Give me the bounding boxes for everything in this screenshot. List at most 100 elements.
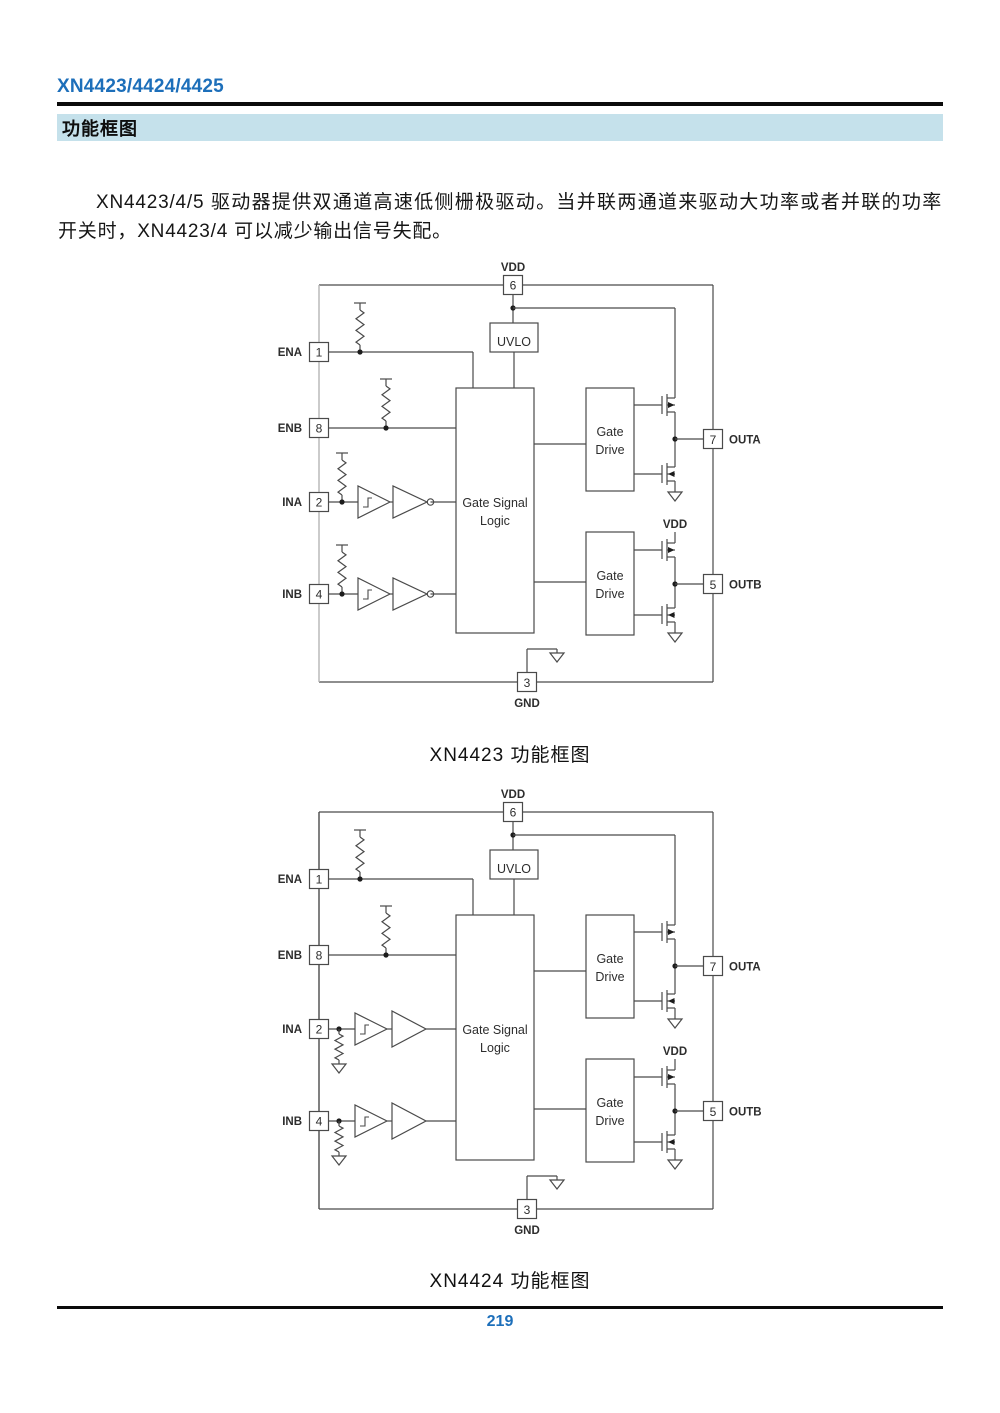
pin-inb: INB 4 [282, 1110, 330, 1132]
input-stage [328, 544, 456, 611]
label: 3 [524, 676, 531, 690]
junction-dot [357, 876, 363, 882]
junction-dot [383, 425, 389, 431]
header-rule [57, 102, 943, 106]
intro-paragraph: XN4423/4/5 驱动器提供双通道高速低侧栅极驱动。当并联两通道来驱动大功率… [58, 192, 942, 242]
input-stage [328, 1102, 456, 1166]
mosfet-body-arrow [668, 402, 675, 408]
label: OUTA [729, 435, 761, 447]
label: GND [514, 698, 540, 710]
label: VDD [663, 1046, 687, 1058]
half-bridge-outb: VDD [634, 519, 704, 643]
pin-inb: INB 4 [282, 583, 330, 605]
schematic-root: Gate SignalLogicUVLOGateDriveGateDriveVD… [278, 262, 762, 710]
ground-icon [548, 1179, 566, 1190]
label: 8 [316, 422, 323, 436]
pin-ina: INA 2 [282, 491, 330, 513]
mosfet-body-arrow [668, 612, 675, 618]
resistor [380, 385, 392, 422]
label: 4 [316, 1115, 323, 1129]
label: INB [282, 1116, 302, 1128]
resistor [336, 459, 348, 496]
footer-rule [57, 1306, 943, 1309]
label: Drive [595, 1114, 624, 1128]
resistor [354, 836, 366, 873]
label: VDD [501, 262, 525, 274]
pin-box [702, 573, 724, 595]
schematic-root: Gate SignalLogicUVLOGateDriveGateDriveVD… [278, 789, 762, 1237]
label: 6 [510, 279, 517, 293]
label: Logic [480, 514, 510, 528]
label: 6 [510, 806, 517, 820]
label: INB [282, 589, 302, 601]
label: UVLO [497, 862, 531, 876]
half-bridge-outa [634, 921, 704, 1029]
label: 7 [710, 433, 717, 447]
pin-vdd: VDD 6 [501, 262, 525, 296]
input-stage [328, 452, 456, 519]
label: VDD [501, 789, 525, 801]
ground-icon [330, 1063, 348, 1074]
buffer-icon [391, 1010, 428, 1048]
label: Gate [596, 1096, 623, 1110]
junction-dot [339, 499, 345, 505]
pin-box [702, 1100, 724, 1122]
label: Drive [595, 970, 624, 984]
label: Gate [596, 952, 623, 966]
inverter-icon [392, 485, 429, 519]
label: 4 [316, 588, 323, 602]
input-stage [328, 1010, 456, 1074]
label: 7 [710, 960, 717, 974]
resistor [333, 1033, 345, 1061]
label: OUTA [729, 962, 761, 974]
label: 2 [316, 496, 323, 510]
label: Logic [480, 1041, 510, 1055]
page-title: XN4423/4424/4425 [57, 76, 224, 97]
resistor [333, 1125, 345, 1153]
mosfet-body-arrow [668, 1074, 675, 1080]
ground-icon [330, 1155, 348, 1166]
pin-box [702, 428, 724, 450]
pin-enb: ENB 8 [278, 417, 330, 439]
schmitt-trigger-icon [357, 577, 392, 611]
section-header-bar: 功能框图 [57, 114, 943, 141]
pin-outa: 7 OUTA [702, 428, 761, 450]
figure-caption-xn4423: XN4423 功能框图 [429, 745, 591, 766]
label: OUTB [729, 580, 762, 592]
resistor [336, 551, 348, 588]
label: Gate [596, 569, 623, 583]
uvlo-block: UVLO [489, 322, 539, 353]
pin-box [516, 671, 538, 693]
schmitt-trigger-icon [354, 1104, 389, 1138]
junction-dot [339, 591, 345, 597]
label: ENA [278, 874, 302, 886]
mosfet-body-arrow [668, 998, 675, 1004]
schmitt-trigger-icon [357, 485, 392, 519]
label: VDD [663, 519, 687, 531]
half-bridge-outa [634, 394, 704, 502]
label: ENB [278, 423, 302, 435]
ground-icon [666, 632, 684, 643]
pin-outa: 7 OUTA [702, 955, 761, 977]
hysteresis-glyph [360, 1024, 369, 1035]
hysteresis-glyph [363, 497, 372, 508]
resistor [380, 912, 392, 949]
inverter-icon [392, 577, 429, 611]
resistor [354, 309, 366, 346]
label: INA [282, 497, 302, 509]
mosfet-body-arrow [668, 471, 675, 477]
label: INA [282, 1024, 302, 1036]
